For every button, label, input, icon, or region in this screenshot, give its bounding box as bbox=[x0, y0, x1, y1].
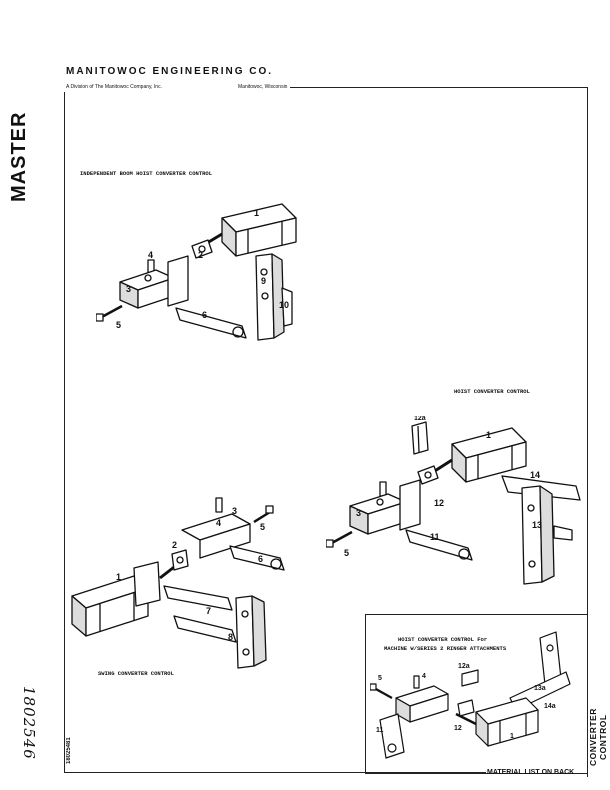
part-label: 8 bbox=[228, 632, 233, 642]
part-label: 14 bbox=[530, 470, 540, 480]
company-name: MANITOWOC ENGINEERING CO. bbox=[66, 66, 274, 77]
part-label: 10 bbox=[279, 300, 289, 310]
frame-top-rule bbox=[290, 87, 588, 88]
part-label: 1 bbox=[254, 208, 259, 218]
ringer-inset-box bbox=[365, 614, 587, 774]
part-label: 2 bbox=[198, 250, 203, 260]
part-label: 3 bbox=[356, 508, 361, 518]
material-list-note: MATERIAL LIST ON BACK bbox=[487, 769, 575, 776]
part-label: 1 bbox=[510, 733, 514, 740]
side-title: CONVERTER CONTROL bbox=[588, 708, 608, 766]
caption-ringer-line2: MACHINE W/SERIES 2 RINGER ATTACHMENTS bbox=[384, 645, 507, 652]
frame-bottom-rule bbox=[64, 772, 486, 773]
part-label: 6 bbox=[258, 554, 263, 564]
master-stamp: MASTER bbox=[8, 111, 30, 202]
part-label: 3 bbox=[126, 284, 131, 294]
division-line: A Division of The Manitowoc Company, Inc… bbox=[66, 84, 162, 90]
part-label: 11 bbox=[430, 532, 440, 542]
handwritten-number: 1802546 bbox=[20, 686, 38, 760]
part-label: 5 bbox=[116, 320, 121, 330]
company-location: Manitowoc, Wisconsin bbox=[238, 84, 288, 90]
part-label: 1 bbox=[116, 572, 121, 582]
part-label: 7 bbox=[206, 606, 211, 616]
part-label: 12 bbox=[454, 725, 462, 732]
caption-swing: SWING CONVERTER CONTROL bbox=[98, 670, 174, 677]
drawing-hoist: 1 3 5 11 12 12a 13 14 bbox=[326, 416, 588, 590]
part-label: 5 bbox=[378, 675, 382, 682]
part-label: 5 bbox=[260, 522, 265, 532]
frame-right-rule bbox=[587, 87, 588, 777]
part-label: 4 bbox=[148, 250, 153, 260]
drawing-swing: 1 2 3 4 5 6 7 8 bbox=[68, 496, 300, 674]
part-label: 11 bbox=[376, 727, 384, 734]
part-label: 13 bbox=[532, 520, 542, 530]
frame-left-rule bbox=[64, 92, 65, 772]
part-label: 14a bbox=[544, 703, 556, 710]
part-label: 5 bbox=[344, 548, 349, 558]
drawing-independent-boom: 1 2 3 4 5 6 9 10 bbox=[96, 196, 308, 346]
part-label: 6 bbox=[202, 310, 207, 320]
document-id: 18025481 bbox=[66, 737, 72, 764]
part-label: 2 bbox=[172, 540, 177, 550]
part-label: 12a bbox=[414, 416, 426, 422]
caption-independent-boom: INDEPENDENT BOOM HOIST CONVERTER CONTROL bbox=[80, 170, 213, 177]
part-label: 9 bbox=[261, 276, 266, 286]
part-label: 4 bbox=[216, 518, 221, 528]
part-label: 4 bbox=[422, 673, 426, 680]
part-label: 3 bbox=[232, 506, 237, 516]
drawing-ringer: 1 4 5 11 12 12a 13a 14a bbox=[370, 628, 584, 762]
part-label: 13a bbox=[534, 685, 546, 692]
part-label: 1 bbox=[486, 430, 491, 440]
part-label: 12 bbox=[434, 498, 444, 508]
part-label: 12a bbox=[458, 663, 470, 670]
caption-hoist: HOIST CONVERTER CONTROL bbox=[454, 388, 530, 395]
caption-ringer-line1: HOIST CONVERTER CONTROL For bbox=[398, 636, 488, 643]
